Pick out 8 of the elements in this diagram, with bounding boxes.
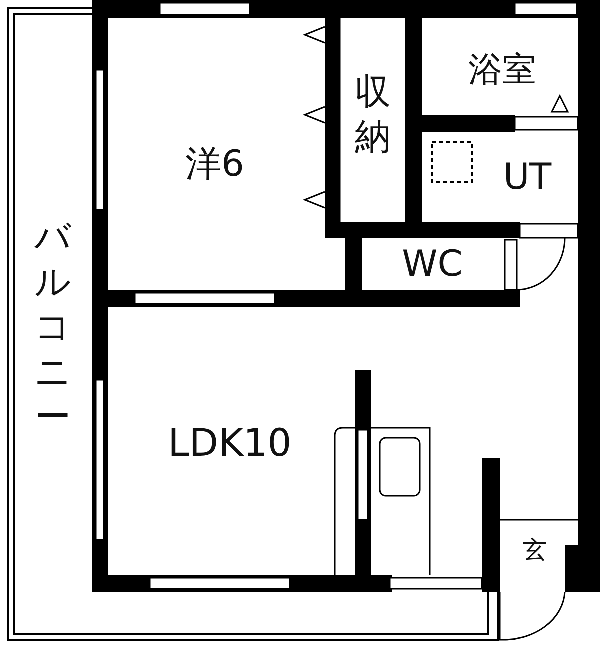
room-label: バルコニー: [33, 215, 73, 465]
room-label: LDK10: [130, 415, 330, 470]
room-label: UT: [480, 150, 575, 205]
room-label: 洋6: [150, 135, 280, 195]
room-label: WC: [365, 242, 500, 287]
room-label: 玄: [505, 530, 565, 570]
room-label: 収納: [353, 70, 393, 180]
room-label: 浴室: [430, 40, 575, 100]
